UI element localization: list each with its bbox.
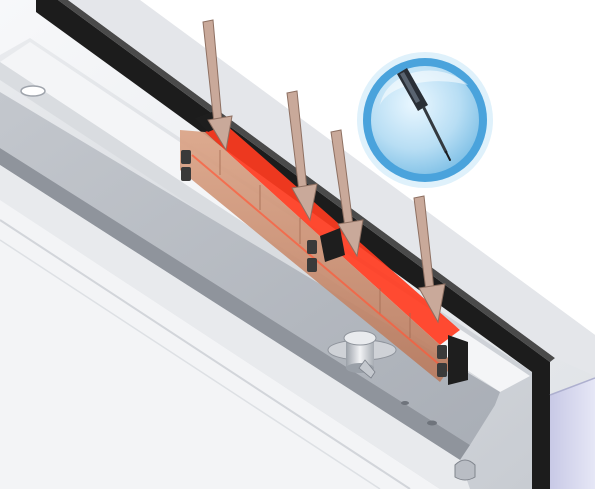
arrow-3 [330, 129, 364, 258]
lock-cylinder [327, 330, 397, 379]
screwdriver-badge [357, 52, 493, 188]
clip-pad [307, 240, 317, 254]
screw-hole-small [427, 420, 437, 426]
sash-lower-step [0, 165, 470, 489]
frame-edge-strip [68, 0, 595, 376]
screw-hole-small [401, 401, 409, 405]
sash-groove-line-2 [0, 239, 381, 489]
hinge-stub [454, 459, 476, 481]
clip-end-block-right [448, 335, 468, 385]
hinge-clip [180, 112, 468, 385]
arrow-callouts [202, 19, 446, 324]
sash-lower-face [0, 200, 440, 489]
arrow-4 [413, 195, 446, 324]
channel-lower-wall [0, 148, 470, 460]
clip-mid-block [320, 228, 345, 262]
screwdriver-icon [397, 68, 451, 161]
clip-pad [181, 167, 191, 181]
frame-side-panel [550, 378, 595, 489]
arrow-1 [202, 19, 233, 152]
side-panel-edge [549, 377, 595, 396]
screw-hole [20, 85, 46, 97]
clip-pad [437, 345, 447, 359]
clip-body [180, 130, 452, 382]
sash-groove-line [0, 219, 411, 489]
clip-pad [181, 150, 191, 164]
arrow-2 [286, 90, 318, 222]
clip-pad [307, 258, 317, 272]
badge-face [371, 66, 479, 174]
frame-seal [36, 0, 550, 489]
clip-pad [437, 363, 447, 377]
